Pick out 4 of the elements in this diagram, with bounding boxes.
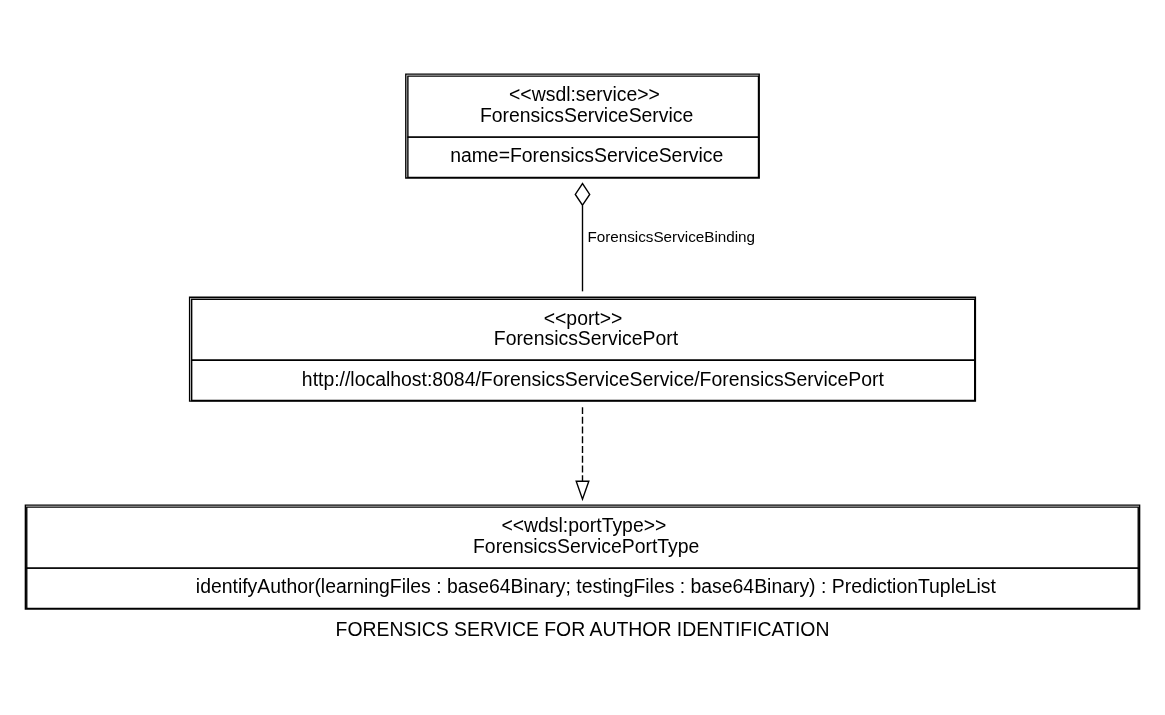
connector [574, 182, 591, 293]
edge-label: ForensicsServiceBinding [587, 227, 756, 245]
caption: FORENSICS SERVICE FOR AUTHOR IDENTIFICATION [335, 617, 830, 640]
arrow [575, 406, 590, 502]
